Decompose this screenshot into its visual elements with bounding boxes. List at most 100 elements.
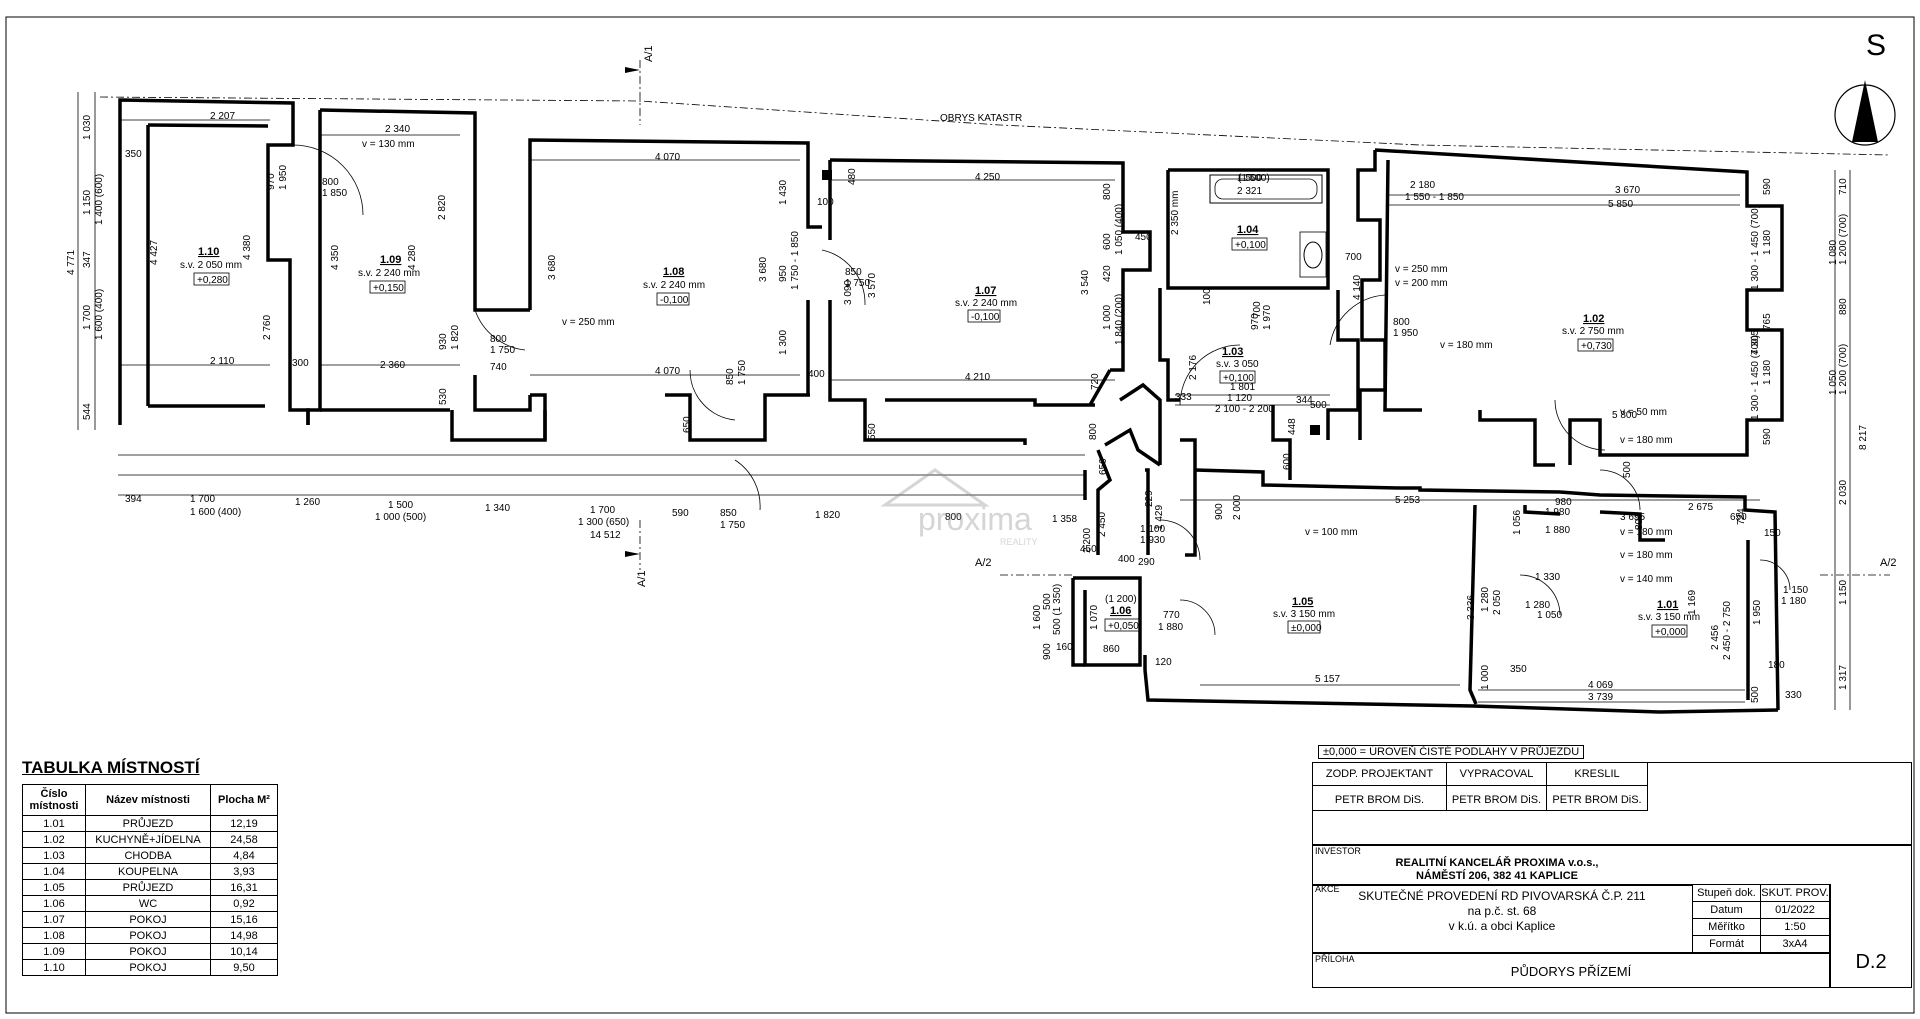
svg-text:+0,050: +0,050	[1108, 621, 1139, 632]
svg-text:1 280: 1 280	[1525, 600, 1550, 611]
svg-text:v = 180 mm: v = 180 mm	[1440, 340, 1493, 351]
svg-text:850: 850	[720, 508, 737, 519]
svg-text:v = 180 mm: v = 180 mm	[1620, 527, 1673, 538]
svg-text:4 140: 4 140	[1352, 275, 1363, 300]
svg-text:5 157: 5 157	[1315, 674, 1340, 685]
watermark-brand: proxima	[918, 501, 1032, 537]
svg-text:+0,000: +0,000	[1655, 627, 1686, 638]
svg-text:3 670: 3 670	[1615, 185, 1640, 196]
svg-text:s.v. 3 150 mm: s.v. 3 150 mm	[1273, 609, 1335, 620]
svg-text:1 340: 1 340	[485, 503, 510, 514]
svg-text:s.v. 2 050 mm: s.v. 2 050 mm	[180, 260, 242, 271]
svg-text:1 056: 1 056	[1512, 510, 1523, 535]
role-cell	[1546, 785, 1648, 811]
cell-number: 1.06	[22, 895, 86, 912]
svg-text:1.08: 1.08	[663, 266, 684, 278]
drawing-frame	[5, 16, 1915, 1014]
svg-text:350: 350	[125, 149, 142, 160]
svg-text:2 820: 2 820	[437, 195, 448, 220]
cell-number: 1.05	[22, 879, 86, 896]
svg-text:800: 800	[1393, 317, 1410, 328]
room-labels: 1.10 s.v. 2 050 mm +0,280 1.09 s.v. 2 24…	[180, 224, 1700, 638]
svg-text:290: 290	[1138, 557, 1155, 568]
meta-value-datum: 01/2022	[1775, 904, 1815, 916]
svg-text:900: 900	[1042, 643, 1053, 660]
room-label-1-05: 1.05 s.v. 3 150 mm ±0,000	[1273, 596, 1335, 634]
svg-text:1 169: 1 169	[1687, 590, 1698, 615]
svg-text:160: 160	[1056, 642, 1073, 653]
svg-text:480: 480	[847, 168, 858, 185]
marker-b	[1310, 425, 1320, 435]
svg-text:1 400 (600): 1 400 (600)	[94, 174, 105, 225]
svg-text:2 050: 2 050	[1492, 590, 1503, 615]
svg-text:(1 200): (1 200)	[1105, 594, 1137, 605]
svg-text:1 600 (400): 1 600 (400)	[190, 507, 241, 518]
svg-text:(1 500): (1 500)	[1238, 173, 1270, 184]
svg-text:s.v. 2 240 mm: s.v. 2 240 mm	[358, 268, 420, 279]
svg-text:344: 344	[1296, 395, 1313, 406]
north-label: S	[1866, 29, 1886, 62]
svg-text:1 280: 1 280	[1480, 587, 1491, 612]
svg-text:800: 800	[490, 334, 507, 345]
svg-text:150: 150	[1764, 528, 1781, 539]
svg-text:1 801: 1 801	[1230, 382, 1255, 393]
divider	[1312, 884, 1692, 886]
cell-number: 1.04	[22, 863, 86, 880]
cell-name: CHODBA	[85, 847, 211, 864]
svg-text:2 450: 2 450	[1097, 512, 1108, 537]
svg-text:4 069: 4 069	[1588, 680, 1613, 691]
akce-line1: SKUTEČNÉ PROVEDENÍ RD PIVOVARSKÁ Č.P. 21…	[1358, 889, 1646, 903]
svg-text:1 750: 1 750	[720, 520, 745, 531]
svg-text:2 340: 2 340	[385, 124, 410, 135]
svg-text:650: 650	[1730, 512, 1747, 523]
svg-text:1 820: 1 820	[815, 510, 840, 521]
role-name-projektant: PETR BROM DiS.	[1334, 794, 1425, 806]
svg-text:450: 450	[1135, 232, 1152, 243]
svg-text:1 750 - 1 850: 1 750 - 1 850	[790, 231, 801, 290]
svg-text:3 570: 3 570	[867, 273, 878, 298]
svg-text:700: 700	[1345, 252, 1362, 263]
svg-text:14 512: 14 512	[590, 530, 621, 541]
cell-name: POKOJ	[85, 943, 211, 960]
svg-text:1 820: 1 820	[450, 325, 461, 350]
svg-text:970: 970	[1250, 313, 1261, 330]
cell-number: 1.07	[22, 911, 86, 928]
svg-text:770: 770	[1163, 610, 1180, 621]
north-arrow: S	[1834, 29, 1896, 146]
svg-text:v = 180 mm: v = 180 mm	[1620, 550, 1673, 561]
col-header-number: Číslo místnosti	[22, 784, 86, 816]
svg-text:1 500: 1 500	[1237, 173, 1262, 184]
svg-text:v = 200 mm: v = 200 mm	[1395, 278, 1448, 289]
svg-text:550: 550	[867, 423, 878, 440]
section-a2-left-label: A/2	[975, 557, 992, 569]
svg-text:2 030: 2 030	[1838, 480, 1849, 505]
cell-name: POKOJ	[85, 959, 211, 976]
svg-text:850: 850	[725, 368, 736, 385]
svg-text:4 280: 4 280	[407, 245, 418, 270]
svg-text:1.06: 1.06	[1110, 605, 1131, 617]
divider	[1312, 844, 1912, 846]
akce-label: AKCE	[1315, 884, 1340, 894]
meta-label-datum: Datum	[1710, 904, 1743, 916]
svg-text:1 950: 1 950	[1752, 600, 1763, 625]
svg-text:v = 100 mm: v = 100 mm	[1305, 527, 1358, 538]
svg-text:333: 333	[1175, 392, 1192, 403]
svg-text:1 050: 1 050	[1537, 610, 1562, 621]
svg-text:8 217: 8 217	[1858, 425, 1869, 450]
svg-text:1 260: 1 260	[295, 497, 320, 508]
drawing-number: D.2	[1855, 951, 1887, 973]
cell-area: 0,92	[210, 895, 278, 912]
svg-text:720: 720	[1090, 373, 1101, 390]
svg-text:-0,100: -0,100	[971, 312, 1000, 323]
svg-text:394: 394	[125, 494, 142, 505]
svg-text:347: 347	[82, 251, 93, 268]
svg-text:1 000: 1 000	[1480, 665, 1491, 690]
svg-text:+0,280: +0,280	[197, 275, 228, 286]
svg-text:970: 970	[266, 173, 277, 190]
cell-area: 4,84	[210, 847, 278, 864]
level-note: ±0,000 = ÚROVEŇ ČISTÉ PODLAHY V PRŮJEZDU	[1318, 745, 1585, 759]
watermark: proxima REALITY	[880, 468, 1038, 547]
